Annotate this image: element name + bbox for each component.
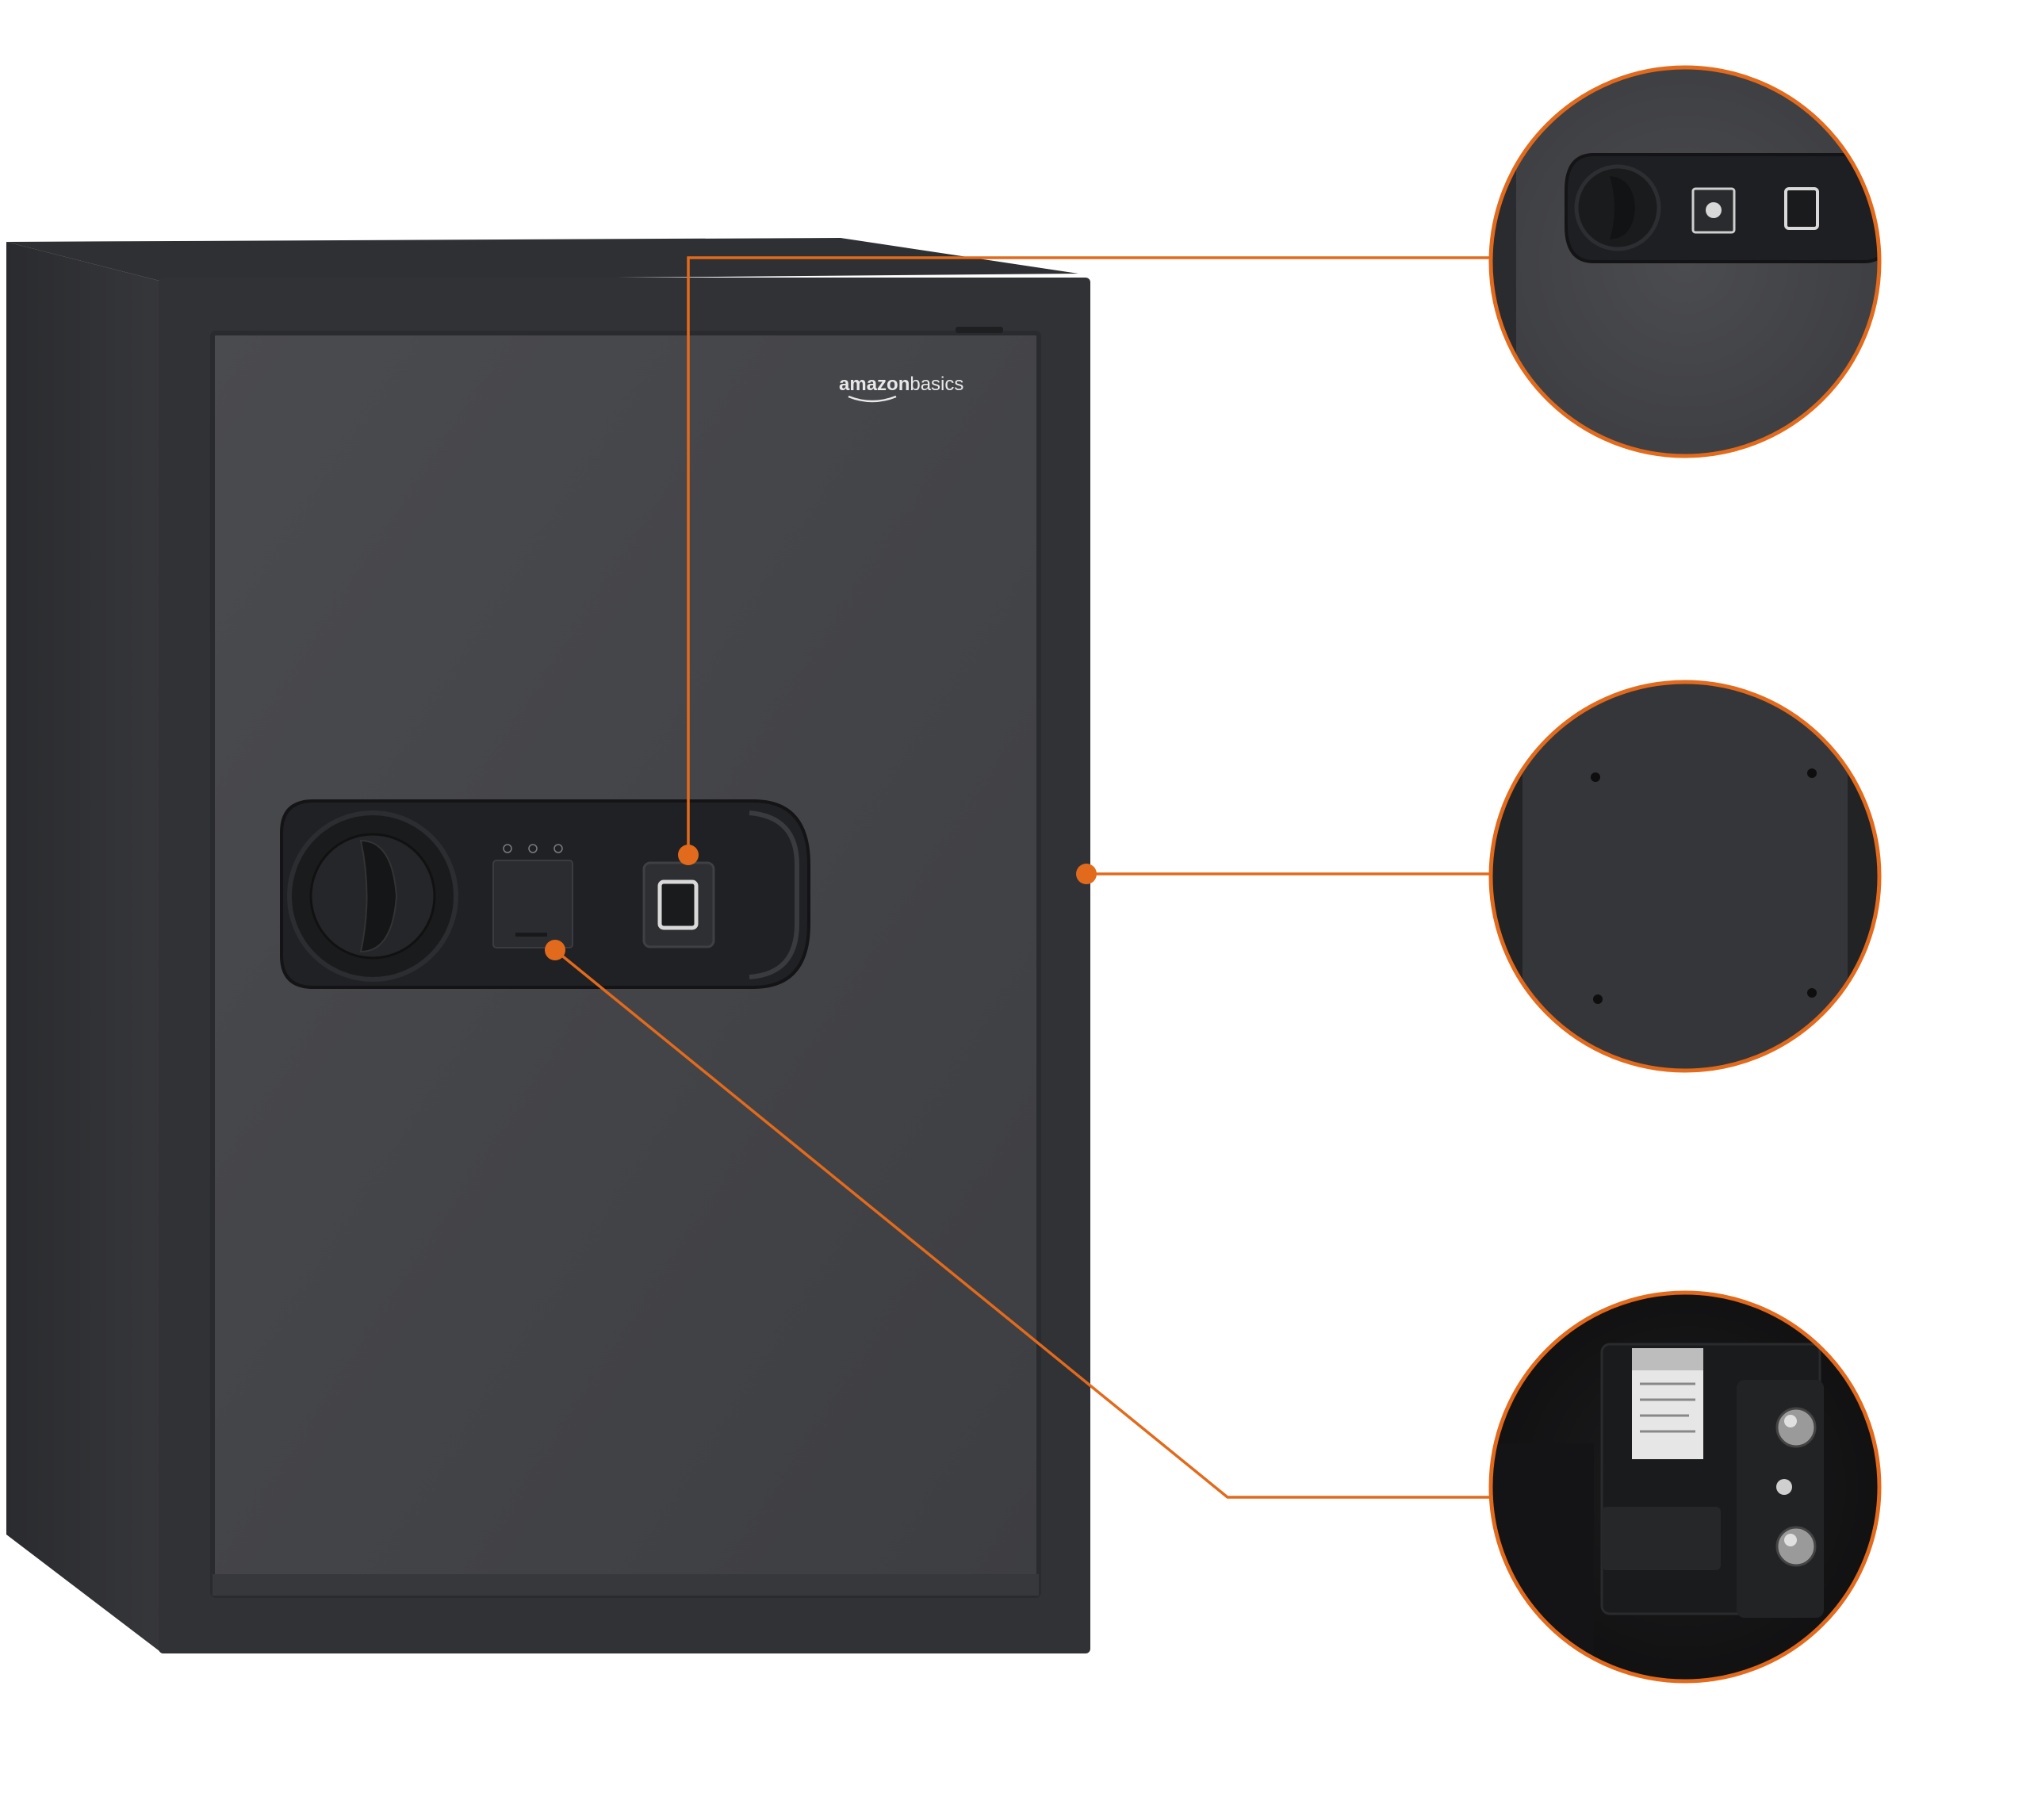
status-led-icon: [528, 844, 538, 853]
svg-text:amazonbasics: amazonbasics: [839, 374, 963, 395]
lock-panel: [280, 799, 810, 989]
callout-dot-battery: [545, 940, 565, 960]
callout-line-battery: [553, 948, 1491, 1499]
zoom-circle-border: [1488, 65, 1882, 458]
safe-side-panel: [6, 242, 163, 1653]
mounting-hole-icon: [1807, 768, 1817, 778]
callout-dot-mounting: [1076, 864, 1097, 884]
reset-button-icon: [1775, 1526, 1817, 1567]
brand-name-bold: amazon: [839, 374, 910, 395]
zoom-circle-border: [1488, 680, 1882, 1073]
mounting-hole-icon: [1593, 994, 1603, 1004]
brand-logo: amazonbasics: [839, 374, 963, 403]
callout-dot-keypad: [678, 845, 699, 865]
brand-smile-icon: [848, 395, 897, 403]
callout-lines: [553, 256, 1491, 1499]
mounting-hole-icon: [1807, 988, 1817, 998]
zoom-circle-keypad: [1488, 65, 1882, 458]
screw-icon: [1776, 1479, 1792, 1495]
zoom-circle-border: [1488, 1290, 1882, 1684]
lock-panel-rim: [749, 810, 799, 979]
callout-line-keypad: [687, 256, 1491, 855]
status-led-icon: [503, 844, 512, 853]
zoom-fingerprint-icon: [1784, 187, 1819, 230]
safe-door-bottom-edge: [213, 1574, 1039, 1596]
key-cover-panel[interactable]: [492, 860, 573, 948]
zoom-circle-mounting: [1488, 680, 1882, 1073]
brand-name-light: basics: [910, 374, 963, 395]
zoom-circle-battery: [1488, 1290, 1882, 1684]
fingerprint-sensor-icon[interactable]: [657, 879, 699, 930]
safe-hinge: [956, 327, 1003, 333]
handle-grip-icon[interactable]: [359, 839, 398, 953]
safe: amazonbasics: [6, 238, 1090, 1653]
mounting-hole-icon: [1591, 772, 1600, 782]
reset-button-icon: [1775, 1407, 1817, 1448]
callout-dots: [545, 845, 1097, 960]
key-cover-slot: [515, 933, 547, 937]
status-led-icon: [553, 844, 563, 853]
safe-top-panel: [6, 238, 1078, 282]
